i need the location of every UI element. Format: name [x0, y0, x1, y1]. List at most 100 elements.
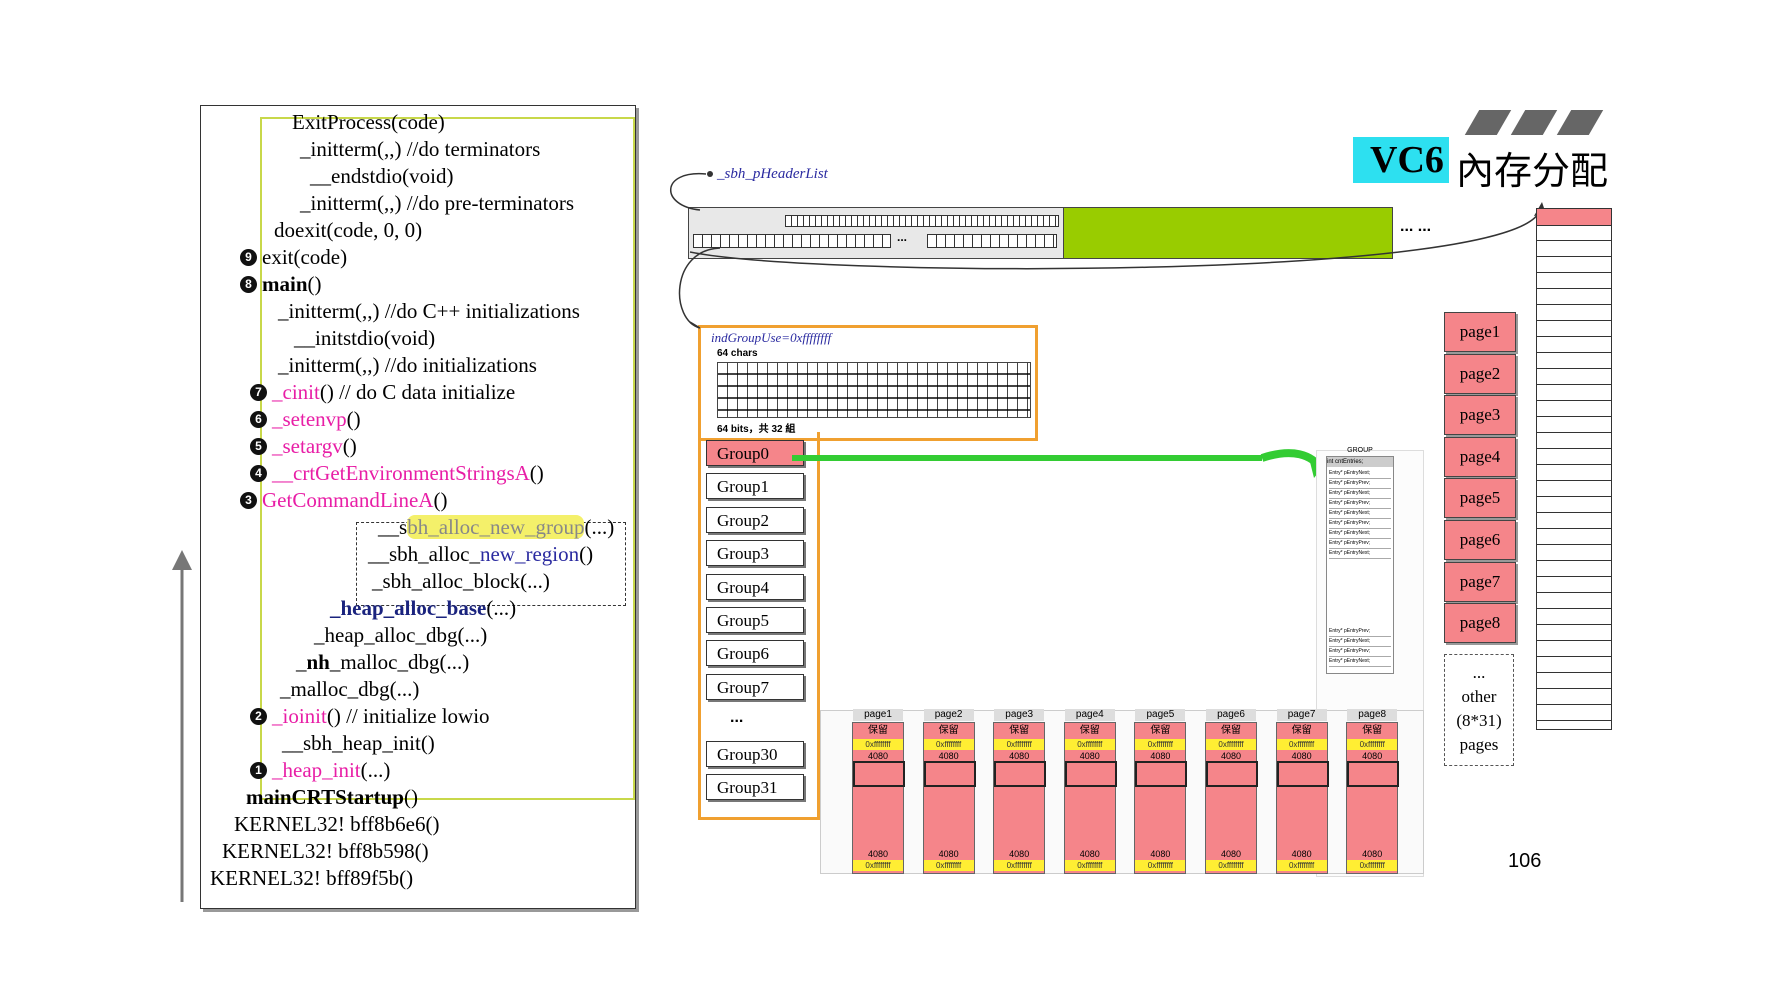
call-stack-function: nh: [306, 650, 330, 674]
call-stack-line: _initterm(,,) //do pre-terminators: [300, 191, 574, 215]
header-list-pointer-label: _sbh_pHeaderList: [717, 166, 828, 182]
page-detail-reserved: 保留: [1079, 725, 1100, 736]
region-chars-label: 64 chars: [717, 348, 758, 359]
group-4: Group4: [706, 573, 804, 600]
call-stack-function: _initterm(,,) //do initializations: [278, 353, 537, 377]
group-detail-struct: GROUP int cntEntries; Entry* pEntryNext;…: [1326, 447, 1394, 674]
group-detail-row: Entry* pEntryPrev;: [1329, 499, 1391, 509]
page-1: page1: [1444, 312, 1516, 352]
call-stack-suffix: (): [307, 272, 322, 296]
call-stack-function: __crtGetEnvironmentStringsA: [272, 461, 530, 485]
call-stack-function: ExitProcess(code): [292, 110, 445, 134]
group0-pointer-arrow: [792, 449, 1330, 478]
call-stack-function: __initstdio(void): [294, 326, 436, 350]
group-detail-row: Entry* pEntryNext;: [1329, 657, 1391, 667]
page-7: page7: [1444, 561, 1516, 602]
call-stack-suffix: _malloc_dbg(...): [329, 650, 470, 674]
step-number-badge: 6: [250, 411, 267, 428]
call-stack-suffix: (...): [486, 596, 517, 620]
call-direction-arrow: [172, 550, 192, 902]
page-detail-reserved: 保留: [938, 725, 959, 736]
page-detail-link-box: [1347, 761, 1400, 787]
group-detail-row: Entry* pEntryPrev;: [1329, 627, 1391, 637]
call-stack-line: _initterm(,,) //do terminators: [300, 137, 540, 161]
page-detail-size-bottom: 4080: [1009, 849, 1030, 859]
page-detail-panel: [820, 710, 1424, 874]
step-number-badge: 8: [240, 276, 257, 293]
group-6: Group6: [706, 640, 804, 667]
page-number: 106: [1508, 850, 1542, 872]
page-detail-size-bottom: 4080: [1362, 849, 1383, 859]
call-stack-suffix: (): [529, 461, 544, 485]
call-stack-line: __initstdio(void): [294, 326, 435, 350]
call-stack-function: __endstdio(void): [310, 164, 454, 188]
call-stack-line: doexit(code, 0, 0): [274, 218, 422, 242]
page-detail-size-top: 4080: [1362, 751, 1383, 761]
step-number-badge: 2: [250, 708, 267, 725]
page-detail-size-top: 4080: [1291, 751, 1312, 761]
call-stack-line: 4__crtGetEnvironmentStringsA(): [250, 461, 544, 485]
call-stack-highlight-box: [260, 117, 635, 800]
call-stack-line: mainCRTStartup(): [246, 785, 418, 809]
title-decoration-bar: [1464, 110, 1512, 135]
header-record: ...: [688, 207, 1064, 259]
page-detail-link-box: [1276, 761, 1329, 787]
call-stack-function: KERNEL32! bff89f5b(): [210, 866, 414, 890]
call-stack-suffix: (): [342, 434, 357, 458]
call-stack-function: doexit(code, 0, 0): [274, 218, 423, 242]
call-stack-line: _heap_alloc_dbg(...): [314, 623, 487, 647]
header-region-block: [1063, 207, 1393, 259]
call-stack-line: 1_heap_init(...): [250, 758, 390, 782]
call-stack-line: _nh_malloc_dbg(...): [296, 650, 469, 674]
header-entry-row: [693, 234, 891, 248]
call-stack-line: KERNEL32! bff8b598(): [222, 839, 429, 863]
page-detail-reserved: 保留: [1362, 725, 1383, 736]
page-detail-sentinel-bottom: 0xffffffff: [1347, 860, 1398, 871]
page-detail-title: page5: [1135, 709, 1186, 721]
group-detail-row: Entry* pEntryNext;: [1329, 549, 1391, 559]
page-detail-title: page7: [1276, 709, 1327, 721]
header-to-region-connector: [670, 171, 721, 329]
memory-block-ladder: [1536, 208, 1612, 730]
header-entry-row: [927, 234, 1057, 248]
page-detail-reserved: 保留: [1291, 725, 1312, 736]
call-stack-line: KERNEL32! bff8b6e6(): [234, 812, 439, 836]
page-detail-sentinel-bottom: 0xffffffff: [1064, 860, 1115, 871]
page-detail-sentinel-bottom: 0xffffffff: [853, 860, 903, 871]
group-detail-row: Entry* pEntryNext;: [1329, 529, 1391, 539]
call-stack-function: _setenvp: [272, 407, 347, 431]
page-3: page3: [1444, 395, 1516, 436]
page-title-cjk: 內存分配: [1456, 149, 1609, 193]
call-stack-line: 8 main(): [240, 272, 322, 296]
step-number-badge: 9: [240, 249, 257, 266]
call-stack-function: _ioinit: [272, 704, 327, 728]
page-detail-sentinel-bottom: 0xffffffff: [923, 860, 974, 871]
region-bits-label: 64 bits，共 32 組: [717, 424, 796, 435]
call-stack-function: main: [262, 272, 308, 296]
page-detail-size-top: 4080: [1009, 751, 1030, 761]
page-detail-link-box: [994, 761, 1047, 787]
header-ellipsis: ...: [897, 230, 908, 244]
page-detail-reserved: 保留: [1009, 725, 1030, 736]
page-detail-reserved: 保留: [1221, 725, 1241, 736]
page-detail-link-box: [1206, 761, 1258, 787]
call-stack-suffix: () // do C data initialize: [319, 380, 516, 404]
page-8: page8: [1444, 603, 1516, 644]
page-detail-link-box: [1064, 761, 1117, 787]
page-4: page4: [1444, 436, 1516, 477]
page-detail-size-top: 4080: [867, 751, 889, 761]
group-3: Group3: [706, 540, 804, 567]
page-detail-sentinel-top: 0xffffffff: [853, 739, 903, 750]
region-bitmap-grid: [717, 362, 1031, 418]
step-number-badge: 5: [250, 438, 267, 455]
step-number-badge: 7: [250, 384, 267, 401]
page-detail-sentinel-top: 0xffffffff: [1064, 739, 1115, 750]
other-pages-box: ... other (8*31) pages: [1444, 654, 1514, 766]
call-stack-suffix: (): [403, 785, 418, 809]
